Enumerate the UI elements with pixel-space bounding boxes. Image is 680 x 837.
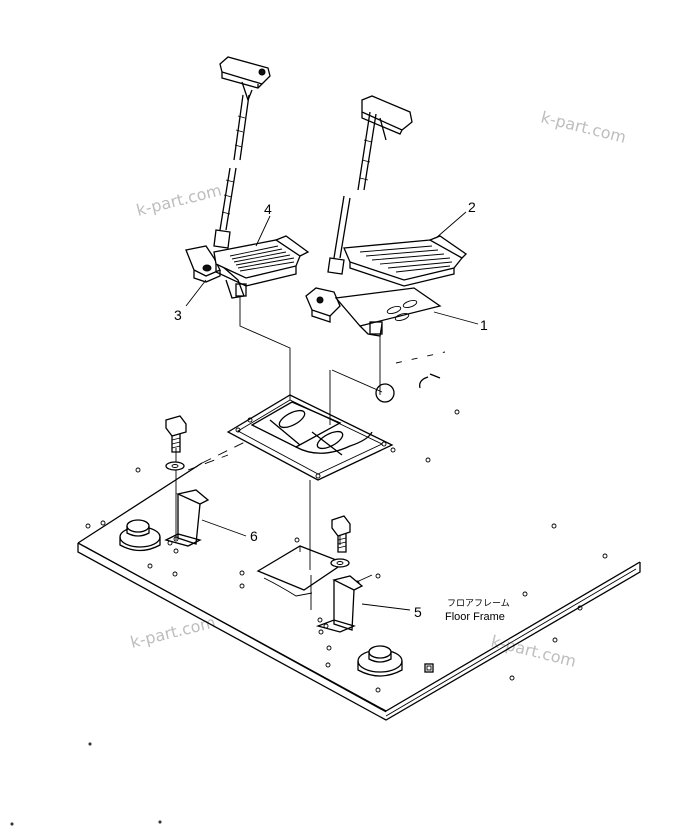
watermark-bottom-left: k-part.com [128, 612, 217, 652]
boss-left [119, 519, 161, 552]
pedal-left [213, 235, 310, 287]
callout-2-label: 2 [468, 199, 476, 215]
callout-5: 5 [361, 603, 422, 620]
callout-6: 6 [201, 519, 258, 544]
callout-6-label: 6 [250, 528, 258, 544]
callout-5-label: 5 [414, 604, 422, 620]
washer-right [330, 558, 350, 568]
callout-4: 4 [255, 201, 272, 247]
callout-1: 1 [433, 311, 488, 333]
lever-left [185, 56, 271, 299]
callout-4-label: 4 [264, 201, 272, 217]
bolt-left [165, 415, 187, 453]
bracket-5 [315, 575, 364, 633]
callout-1-label: 1 [480, 317, 488, 333]
watermark-top-right: k-part.com [539, 107, 628, 147]
watermark-bottom-right: k-part.com [489, 631, 578, 671]
boss-right [357, 645, 403, 677]
bracket-1 [305, 287, 442, 337]
pedal-right [343, 235, 468, 287]
bracket-6 [164, 489, 210, 547]
floor-frame-label-jp: フロアフレーム [447, 598, 510, 609]
watermark-top-left: k-part.com [134, 180, 223, 220]
bolt-right [331, 515, 351, 553]
callout-2: 2 [435, 199, 476, 239]
lever-right [327, 95, 413, 275]
floor-frame-label-en: Floor Frame [445, 611, 505, 623]
callout-3: 3 [174, 279, 207, 323]
cover-plate [226, 394, 396, 481]
floor-frame [77, 351, 641, 721]
washer-left [165, 461, 185, 471]
callout-3-label: 3 [174, 307, 182, 323]
